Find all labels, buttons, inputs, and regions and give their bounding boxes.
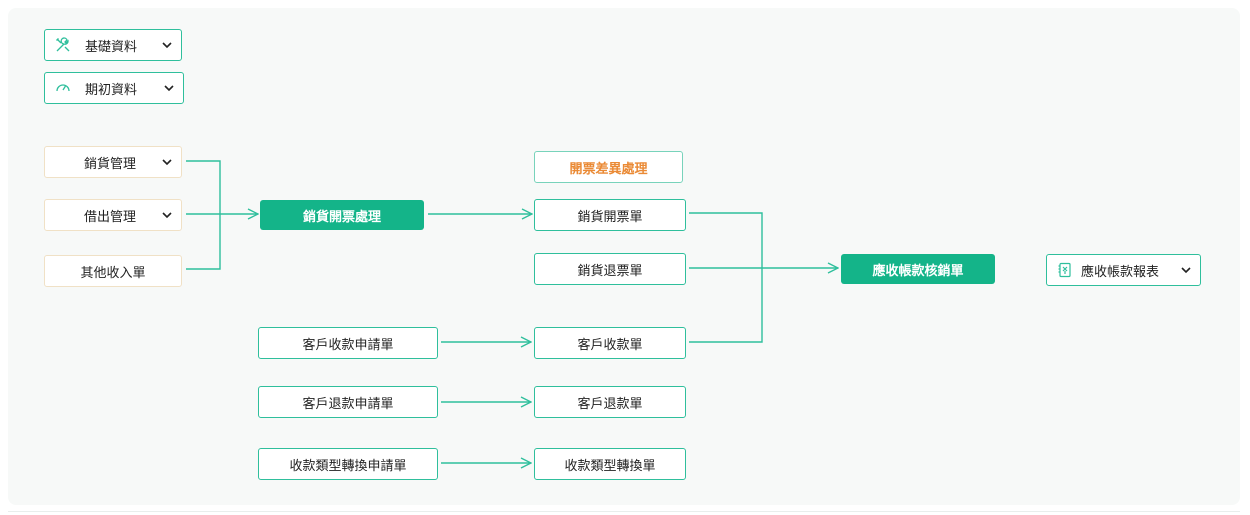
chevron-down-icon (1180, 264, 1192, 276)
customer-receipt-node[interactable]: 客戶收款單 (534, 327, 686, 359)
ar-report-label: 應收帳款報表 (1081, 264, 1160, 280)
conversion-application-node[interactable]: 收款類型轉換申請單 (258, 448, 438, 480)
ar-report-dropdown[interactable]: 應收帳款報表 (1046, 254, 1201, 286)
chevron-down-icon (161, 209, 173, 221)
ar-writeoff-node[interactable]: 應收帳款核銷單 (841, 254, 995, 284)
invoice-discrepancy-node[interactable]: 開票差異處理 (534, 151, 683, 183)
receipt-type-conversion-node[interactable]: 收款類型轉換單 (534, 448, 686, 480)
chevron-down-icon (161, 156, 173, 168)
refund-application-node[interactable]: 客戶退款申請單 (258, 386, 438, 418)
sales-management-dropdown[interactable]: 銷貨管理 (44, 146, 182, 178)
opening-data-label: 期初資料 (85, 82, 138, 98)
sales-invoice-node[interactable]: 銷貨開票單 (534, 199, 686, 231)
other-income-node[interactable]: 其他收入單 (44, 255, 182, 287)
sales-return-invoice-node[interactable]: 銷貨退票單 (534, 253, 686, 285)
sales-invoice-processing-node[interactable]: 銷貨開票處理 (260, 200, 424, 230)
basic-data-dropdown[interactable]: 基礎資料 (44, 29, 182, 61)
speedometer-icon (55, 80, 71, 96)
basic-data-label: 基礎資料 (85, 39, 138, 55)
tools-icon (55, 37, 71, 53)
sales-management-label: 銷貨管理 (83, 156, 136, 172)
divider (8, 511, 1240, 512)
ledger-icon (1057, 262, 1073, 278)
lending-management-label: 借出管理 (83, 209, 136, 225)
chevron-down-icon (163, 82, 175, 94)
customer-refund-node[interactable]: 客戶退款單 (534, 386, 686, 418)
receipt-application-node[interactable]: 客戶收款申請單 (258, 327, 438, 359)
opening-data-dropdown[interactable]: 期初資料 (44, 72, 184, 104)
lending-management-dropdown[interactable]: 借出管理 (44, 199, 182, 231)
chevron-down-icon (161, 39, 173, 51)
